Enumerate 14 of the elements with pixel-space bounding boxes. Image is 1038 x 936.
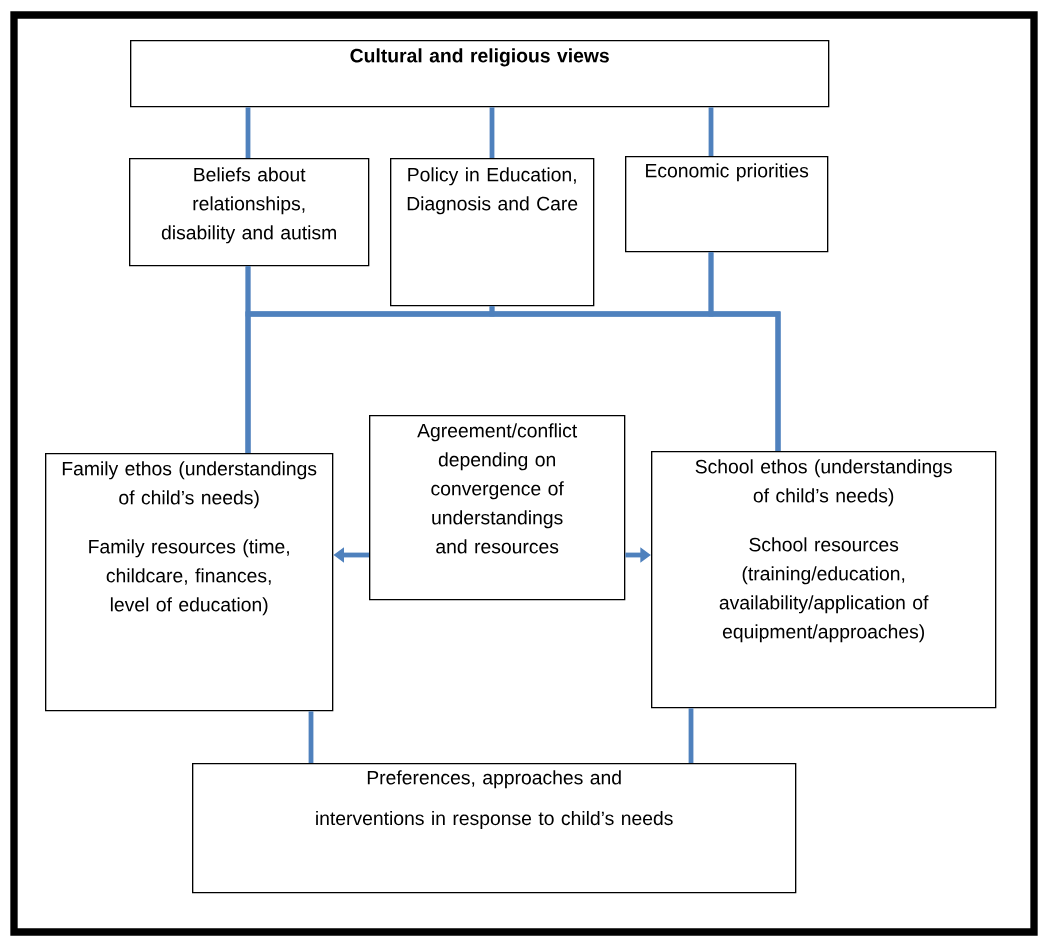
connector-line [245, 107, 251, 158]
process-box: Economic priorities [625, 156, 829, 253]
process-box: Family ethos (understandings of child’s needs) Family resources (time, childcare, finances, level of education) [45, 453, 334, 712]
process-box: Agreement/conflict depending on convergence of understandings and resources [369, 415, 626, 601]
process-box: Beliefs about relationships, disability and autism [129, 158, 370, 267]
process-box: Preferences, approaches and interventions in response to child’s needs [192, 763, 797, 894]
connector-line [708, 107, 714, 156]
process-box: School ethos (understandings of child’s needs) School resources (training/education, availability/application of equipment/approaches) [651, 451, 997, 709]
connector-line [308, 711, 314, 763]
connector-line [688, 708, 694, 763]
process-box: Policy in Education, Diagnosis and Care [390, 158, 595, 307]
connector-line [489, 107, 495, 158]
process-box: Cultural and religious views [130, 40, 830, 108]
connector-line [708, 252, 781, 451]
